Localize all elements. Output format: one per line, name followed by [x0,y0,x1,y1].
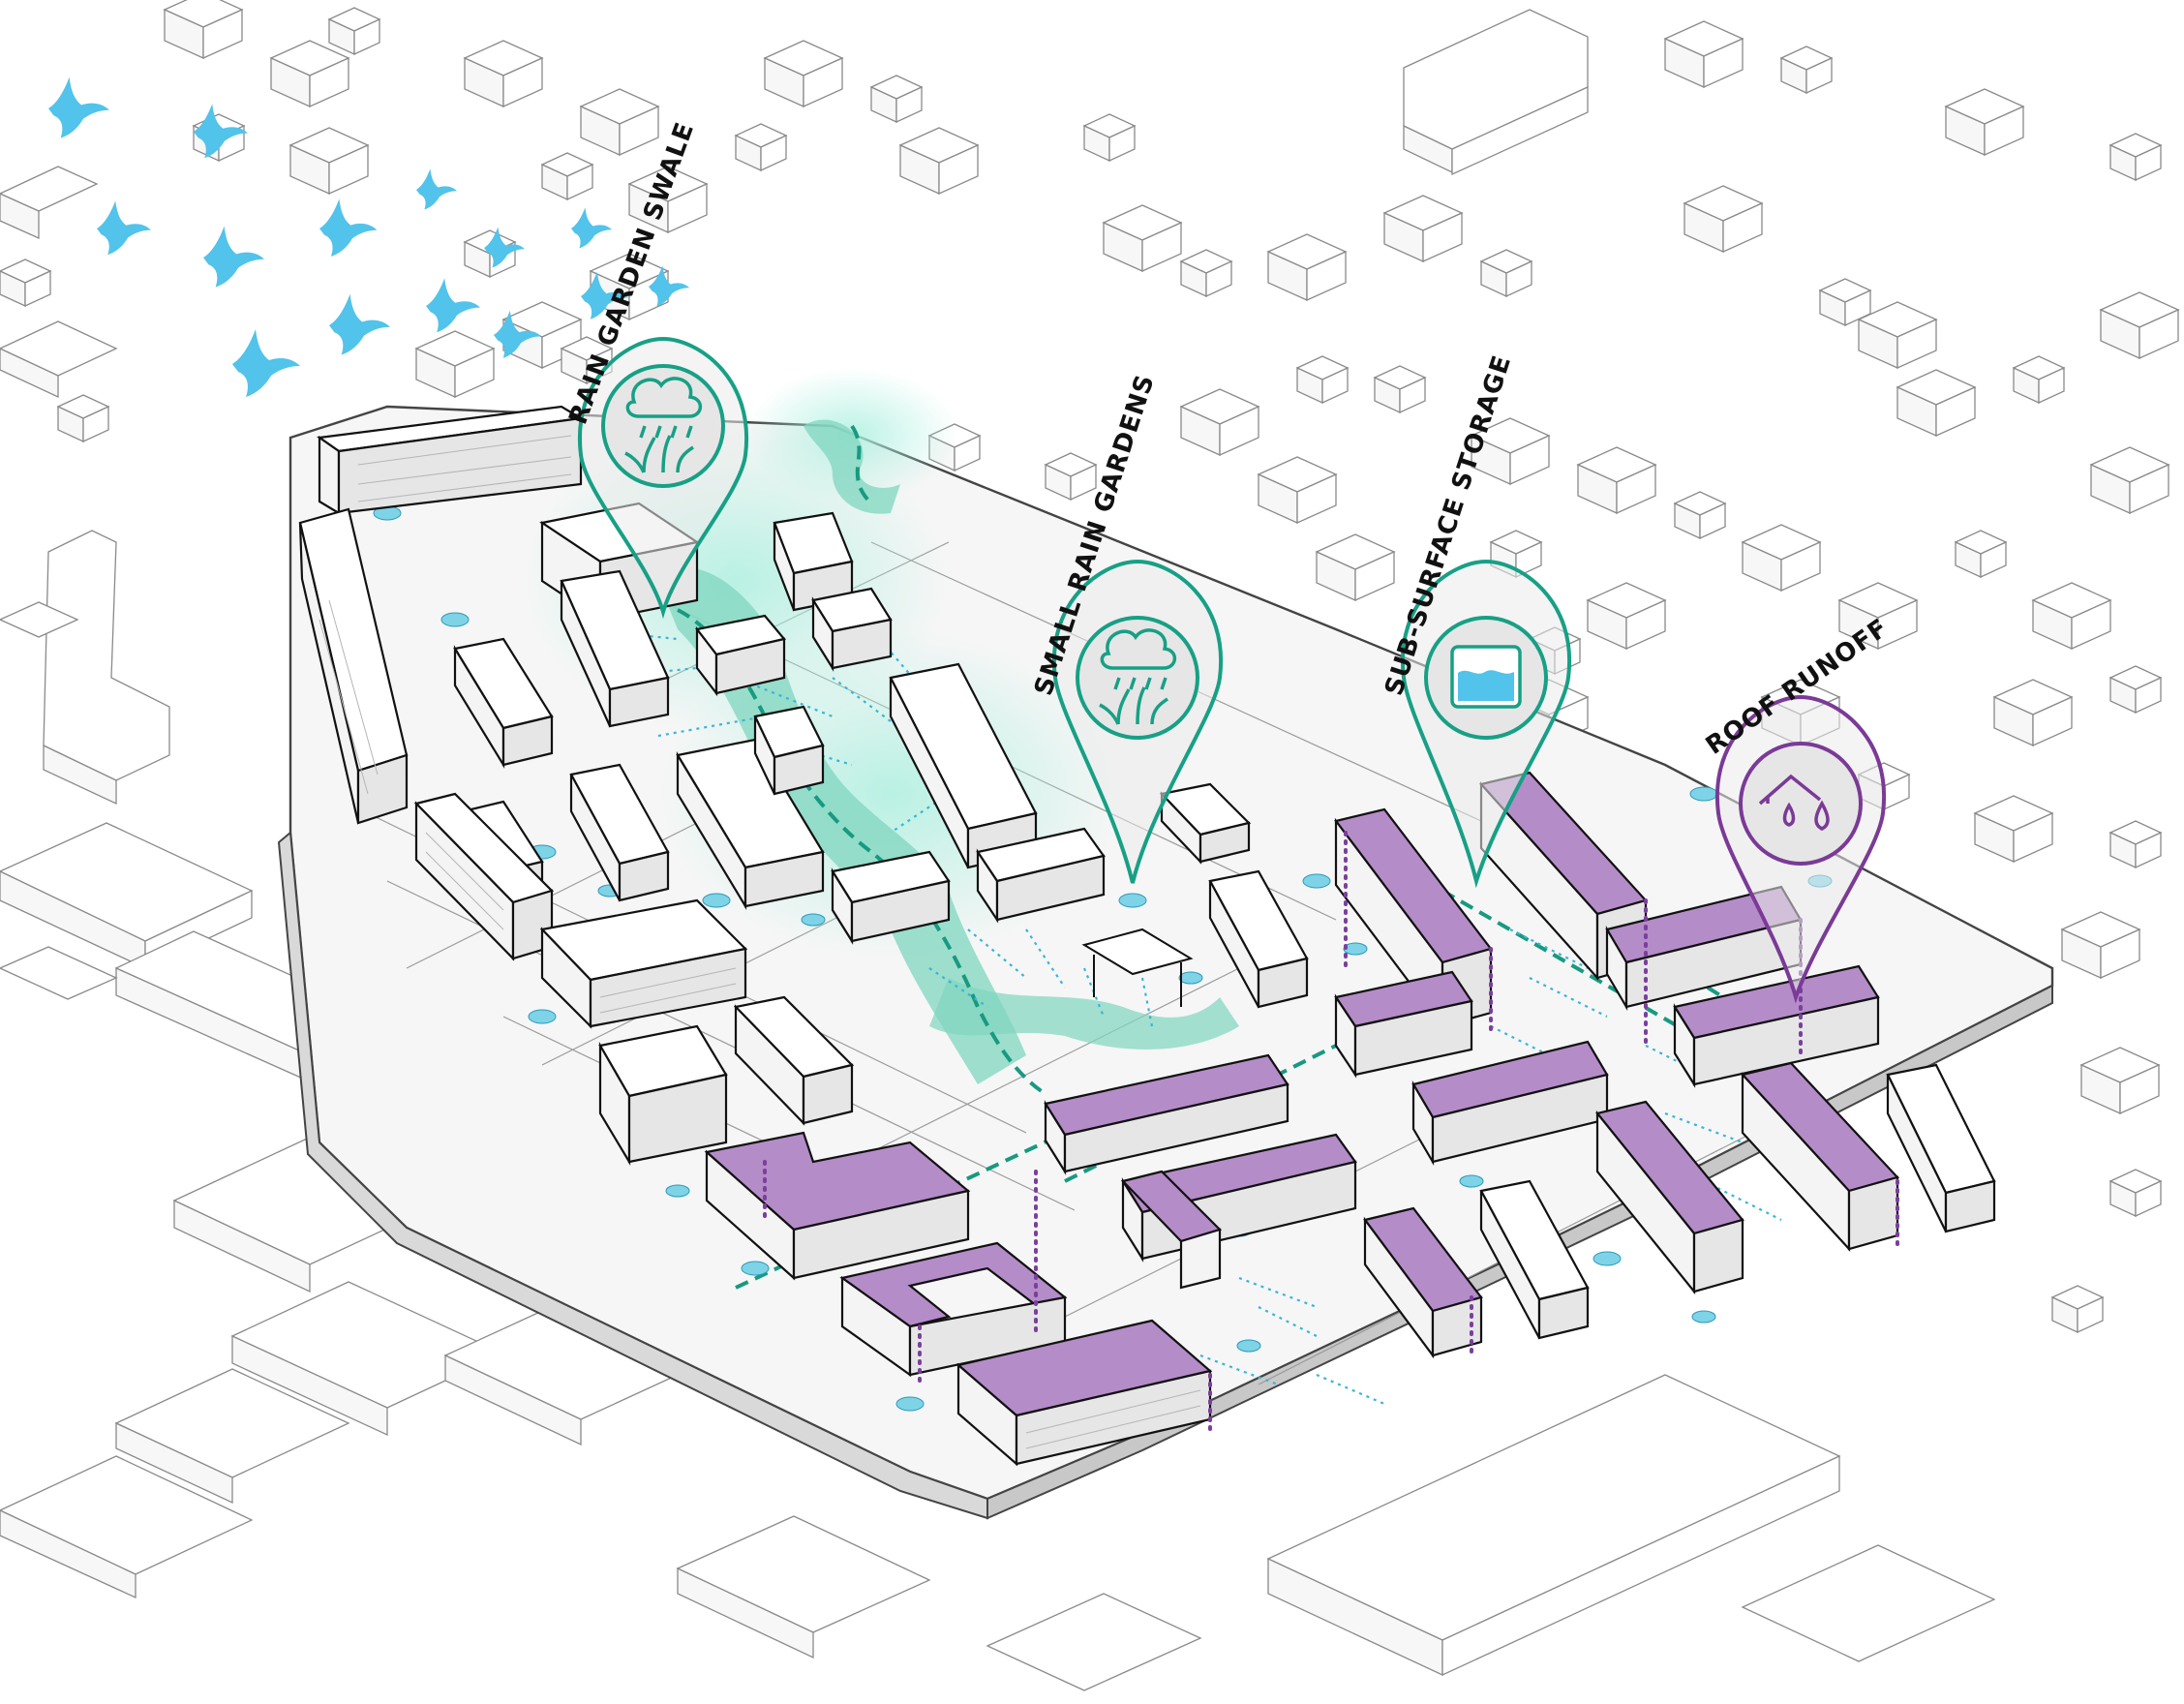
townhouse-clusters [453,502,1996,1340]
bird-icon [97,200,151,256]
bird-icon [426,278,480,333]
white-mid-rise-buildings [413,782,1252,1166]
context-buildings [0,9,1996,1691]
bird-icon [203,226,264,288]
purple-roof-buildings [704,771,1900,1467]
roof-drops-icon [1758,774,1830,831]
water-tank-icon [1450,645,1522,709]
building-apartment-left [298,507,409,825]
bird-icon [416,168,457,210]
bird-icon [329,293,390,355]
bird-icon [232,329,300,397]
bird-icon [319,198,378,257]
rain-cloud-plant-icon [1099,628,1177,725]
building-apartment-top [317,405,585,515]
roof-downspouts [763,831,1899,1435]
bird-icon [48,76,109,138]
bird-icon [571,207,612,249]
rain-cloud-plant-icon [624,377,703,473]
